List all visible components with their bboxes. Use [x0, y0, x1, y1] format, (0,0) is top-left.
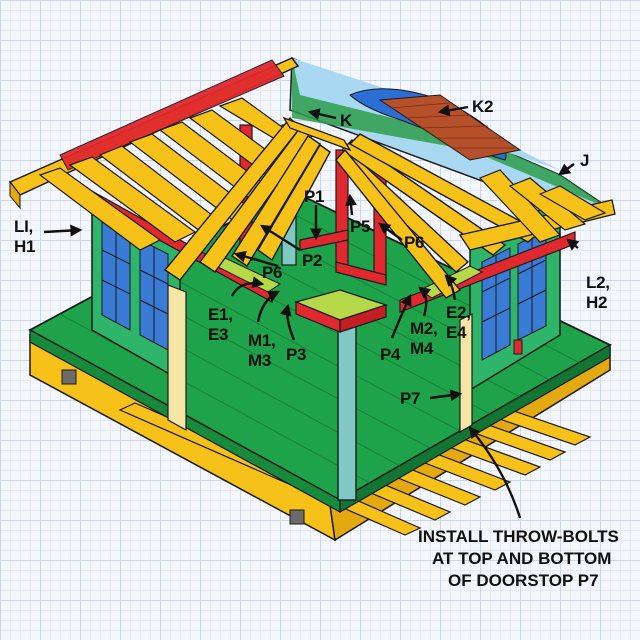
label-e2-e4-line2: E4 — [446, 323, 467, 342]
label-p7: P7 — [400, 389, 420, 408]
label-e1-e3-line1: E1, — [208, 305, 233, 324]
roof — [8, 56, 616, 299]
note-line-2: AT TOP AND BOTTOM — [432, 549, 611, 568]
label-m2-m4-line2: M4 — [410, 339, 434, 358]
label-arrows — [43, 104, 580, 519]
note-line-1: INSTALL THROW-BOLTS — [418, 527, 619, 546]
label-e1-e3-line2: E3 — [208, 325, 228, 344]
part-labels: LI, H1 K K2 J P1 P5 P6 P2 P6 L2, H2 E1, … — [14, 97, 610, 408]
label-l2-h2-line1: L2, — [586, 273, 610, 292]
label-j: J — [580, 151, 589, 170]
label-p5: P5 — [350, 217, 370, 236]
label-k2: K2 — [472, 97, 493, 116]
label-m1-m3-line2: M3 — [248, 351, 271, 370]
label-p4: P4 — [380, 345, 401, 364]
label-m1-m3-line1: M1, — [248, 331, 275, 350]
instruction-note: INSTALL THROW-BOLTS AT TOP AND BOTTOM OF… — [418, 527, 619, 590]
label-p1: P1 — [304, 187, 324, 206]
label-k: K — [340, 111, 353, 130]
label-l2-h2-line2: H2 — [586, 293, 607, 312]
label-p2: P2 — [302, 251, 322, 270]
label-p6-left: P6 — [262, 263, 282, 282]
label-e2-e4-line1: E2, — [446, 303, 471, 322]
label-l1-h1-line1: LI, — [14, 217, 33, 236]
label-p6-right: P6 — [404, 233, 424, 252]
label-l1-h1-line2: H1 — [14, 237, 35, 256]
label-m2-m4-line1: M2, — [410, 319, 437, 338]
label-p3: P3 — [286, 345, 306, 364]
note-line-3: OF DOORSTOP P7 — [448, 571, 599, 590]
